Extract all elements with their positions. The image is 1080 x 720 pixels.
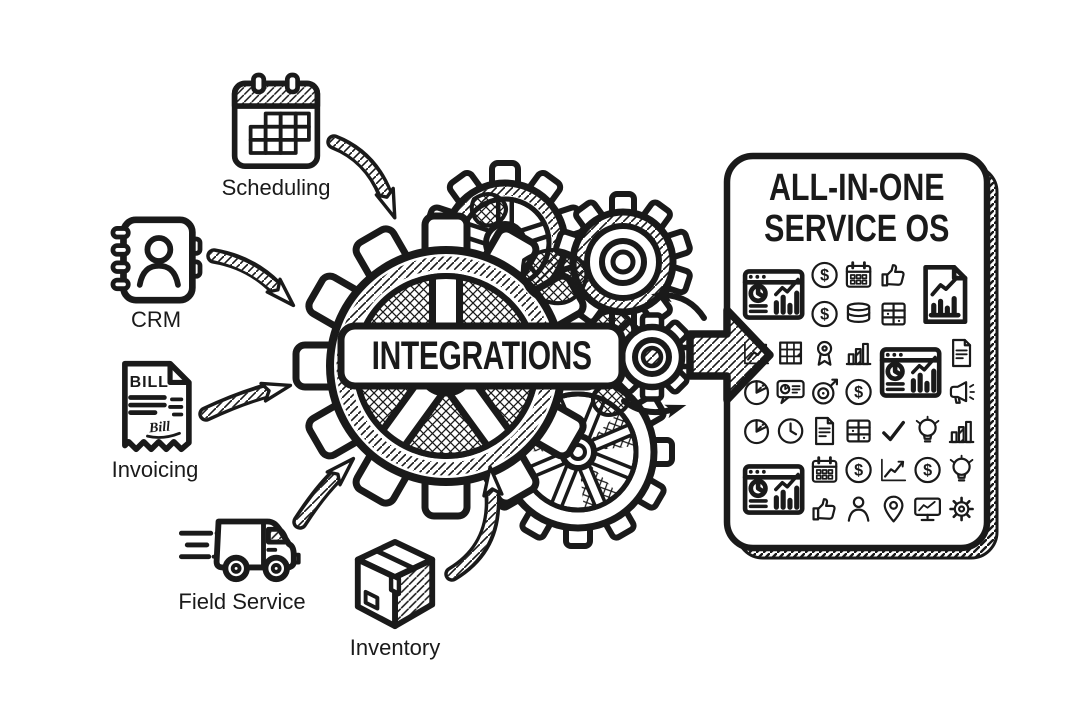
coin-icon	[843, 452, 874, 488]
doc-icon	[946, 335, 977, 371]
target-icon	[809, 374, 840, 410]
panel-title-line1: ALL-IN-ONE	[769, 167, 945, 209]
dashboard-icon	[741, 452, 806, 527]
source-crm: CRM	[96, 216, 216, 333]
clock-icon	[775, 413, 806, 449]
arrow-crm	[206, 248, 296, 308]
invoicing-label: Invoicing	[111, 457, 199, 482]
source-field-service: Field Service	[160, 500, 324, 615]
gear-right	[555, 194, 691, 330]
bubblepie-icon	[775, 374, 806, 410]
scheduling-label: Scheduling	[221, 175, 331, 200]
arrow-inventory	[444, 465, 504, 582]
source-scheduling: Scheduling	[196, 72, 356, 201]
dashboard-icon	[741, 257, 806, 332]
feeder-arrows	[198, 134, 504, 582]
panel-title: ALL-IN-ONE SERVICE OS	[729, 168, 985, 250]
coin-icon	[809, 296, 840, 332]
field-service-label: Field Service	[178, 589, 306, 614]
trend-icon	[741, 335, 772, 371]
trend-icon	[878, 452, 909, 488]
gear-small	[610, 315, 694, 399]
doc-icon	[809, 413, 840, 449]
thumb-icon	[809, 491, 840, 527]
box-icon	[354, 538, 436, 630]
badge-icon	[809, 335, 840, 371]
cal-icon	[843, 257, 874, 293]
source-invoicing: BILL Bill Invoicing	[75, 358, 235, 483]
van-icon	[178, 518, 301, 583]
big-arrow	[686, 306, 774, 404]
pin-icon	[878, 491, 909, 527]
integrations-banner-plate	[337, 322, 626, 390]
grid9-icon	[775, 335, 806, 371]
arrow-invoicing	[198, 381, 293, 422]
gear-icon	[946, 491, 977, 527]
pie-icon	[741, 413, 772, 449]
thumb-icon	[878, 257, 909, 293]
cash-icon	[843, 296, 874, 332]
bulb-icon	[912, 413, 943, 449]
svg-text:BILL: BILL	[130, 374, 169, 391]
person-icon	[843, 491, 874, 527]
integrations-banner: INTEGRATIONS	[341, 326, 622, 386]
rotation-arrows	[621, 288, 707, 419]
monitor-icon	[912, 491, 943, 527]
source-inventory: Inventory	[315, 538, 475, 661]
panel-collage	[741, 257, 977, 543]
address-book-icon	[110, 216, 203, 304]
coin-icon	[809, 257, 840, 293]
table-icon	[878, 296, 909, 332]
pie-icon	[741, 374, 772, 410]
calendar-icon	[231, 72, 321, 169]
crm-label: CRM	[130, 307, 182, 332]
bars-icon	[946, 413, 977, 449]
arrow-scheduling	[326, 134, 397, 220]
svg-text:Bill: Bill	[147, 419, 171, 437]
inventory-label: Inventory	[349, 635, 441, 660]
cal-icon	[809, 452, 840, 488]
coin-icon	[843, 374, 874, 410]
docchart-icon	[912, 257, 977, 332]
bill-icon: BILL Bill	[122, 360, 192, 453]
bars-icon	[843, 335, 874, 371]
coin-icon	[912, 452, 943, 488]
panel-title-line2: SERVICE OS	[764, 208, 950, 250]
table-icon	[843, 413, 874, 449]
bulb-icon	[946, 452, 977, 488]
dashboard-icon	[878, 335, 943, 410]
check-icon	[878, 413, 909, 449]
mega-icon	[946, 374, 977, 410]
arrow-field-service	[292, 456, 356, 530]
integrations-banner-label: INTEGRATIONS	[371, 333, 592, 378]
